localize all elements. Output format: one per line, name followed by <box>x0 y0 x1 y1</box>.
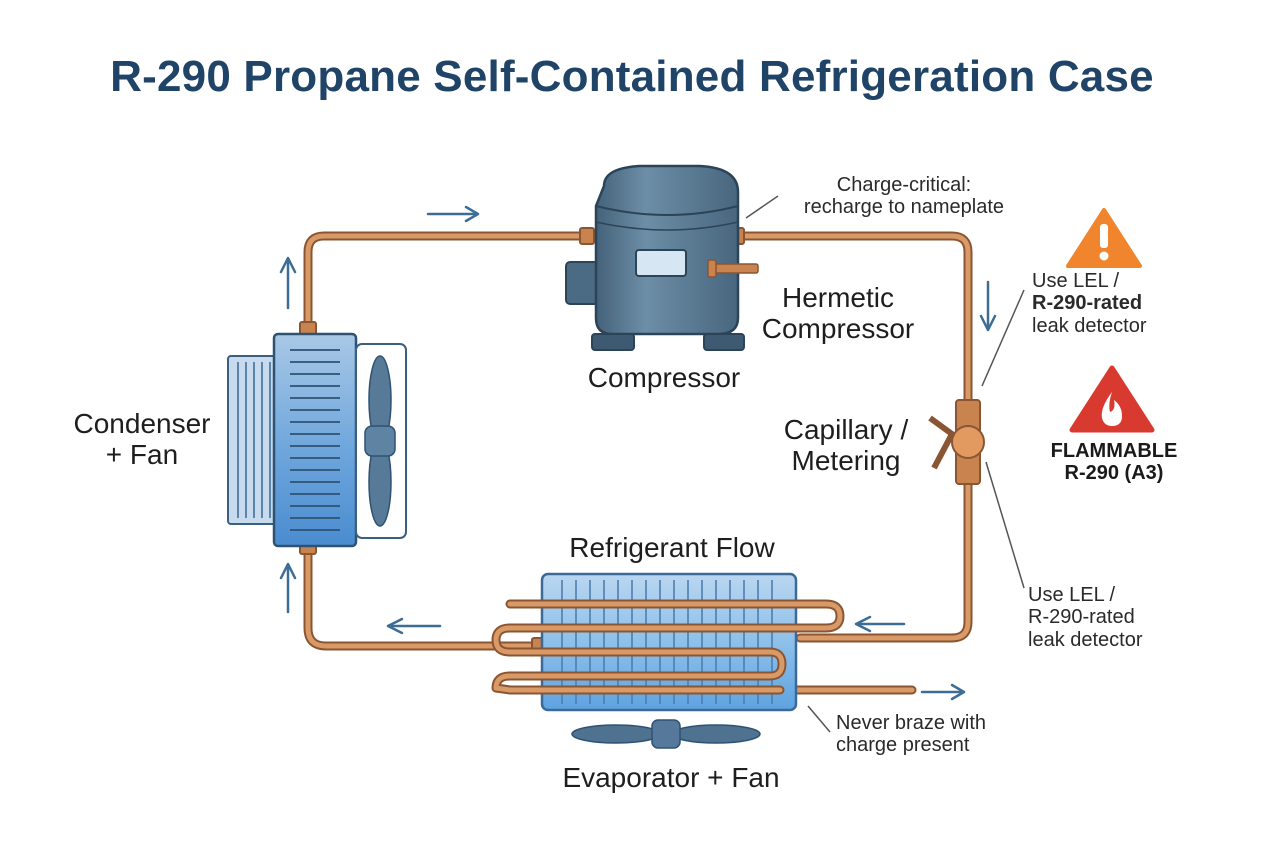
hermetic-compressor-label: Hermetic Compressor <box>748 282 928 345</box>
warning-triangle-icon <box>1066 208 1142 268</box>
label-line: Hermetic <box>781 282 894 313</box>
label-line: Compressor <box>761 313 915 345</box>
label-line: + Fan <box>105 439 179 471</box>
flammable-warning-label: FLAMMABLE R-290 (A3) <box>1032 440 1196 485</box>
condenser-label: Condenser + Fan <box>62 408 222 471</box>
note-line: Use LEL / <box>1028 584 1116 606</box>
leak-detector-note-upper: Use LEL / R-290-rated leak detector <box>1032 270 1202 337</box>
copper-pipe-loop <box>303 231 973 695</box>
evaporator-unit <box>491 572 845 749</box>
flow-arrow-icon <box>386 617 442 635</box>
flow-arrows <box>279 205 997 701</box>
flow-arrow-icon <box>854 615 906 633</box>
flow-arrow-icon <box>426 205 480 223</box>
evaporator-label: Evaporator + Fan <box>562 762 780 793</box>
note-line: leak detector <box>1032 314 1147 337</box>
warning-line: R-290 (A3) <box>1064 462 1164 485</box>
refrigerant-flow-label: Refrigerant Flow <box>569 532 775 563</box>
condenser-unit <box>227 332 407 548</box>
note-line: Charge-critical: <box>836 174 972 196</box>
leader-lines <box>745 195 1025 733</box>
braze-warning-note: Never braze with charge present <box>836 712 1036 757</box>
capillary-metering-label: Capillary / Metering <box>772 414 920 477</box>
fan-icon <box>364 355 396 527</box>
fan-icon <box>571 719 761 749</box>
note-line: Use LEL / <box>1032 270 1120 292</box>
leak-detector-note-lower: Use LEL / R-290-rated leak detector <box>1028 584 1198 651</box>
note-line: leak detector <box>1028 628 1143 651</box>
label-line: Condenser <box>73 408 211 439</box>
note-line: R-290-rated <box>1028 606 1135 629</box>
label-line: Metering <box>791 445 901 477</box>
capillary-metering-device <box>928 399 985 485</box>
warning-line: FLAMMABLE <box>1050 440 1178 462</box>
note-line: R-290-rated <box>1032 292 1143 315</box>
flame-icon <box>1069 365 1155 433</box>
note-line: Never braze with <box>836 712 987 734</box>
flow-arrow-icon <box>279 256 297 310</box>
compressor-label: Compressor <box>587 362 741 393</box>
label-line: Capillary / <box>783 414 909 445</box>
page-title: R-290 Propane Self-Contained Refrigerati… <box>110 52 1154 101</box>
flow-arrow-icon <box>979 280 997 332</box>
compressor-unit <box>565 164 759 351</box>
flow-arrow-icon <box>279 562 297 614</box>
charge-critical-note: Charge-critical: recharge to nameplate <box>786 174 1022 219</box>
note-line: recharge to nameplate <box>803 196 1005 219</box>
note-line: charge present <box>836 734 970 757</box>
flow-arrow-icon <box>920 683 966 701</box>
